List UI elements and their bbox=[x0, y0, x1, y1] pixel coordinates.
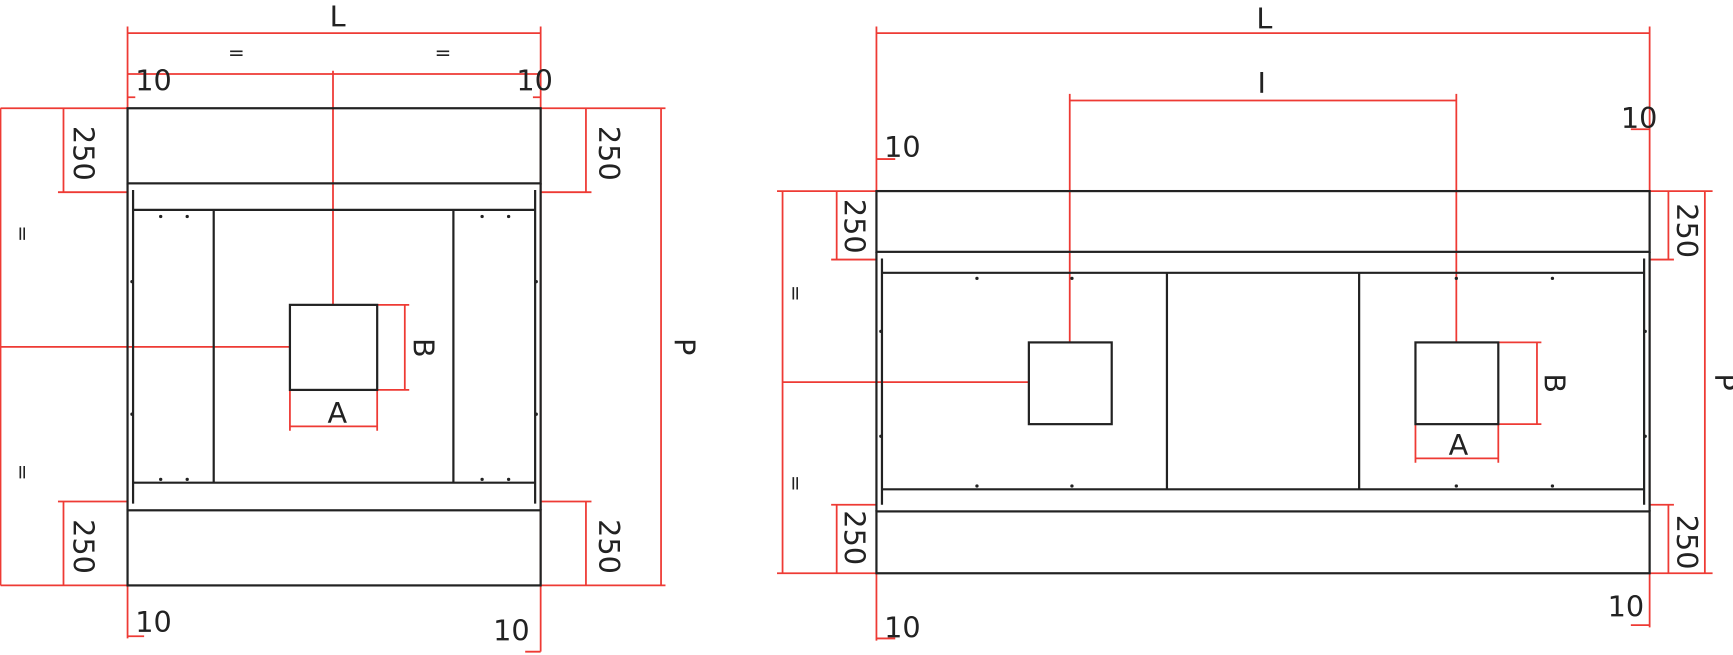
opening-height-label: B bbox=[407, 338, 441, 358]
band-label: 250 bbox=[592, 126, 626, 181]
edge-label: 10 bbox=[884, 610, 921, 644]
opening-box bbox=[1027, 341, 1113, 426]
equal-mark: = bbox=[784, 285, 807, 302]
length-label: L bbox=[1256, 2, 1272, 36]
length-label: L bbox=[330, 0, 346, 34]
edge-label: 10 bbox=[1608, 589, 1645, 623]
depth-label: P bbox=[1708, 373, 1733, 390]
band-label: 250 bbox=[1670, 515, 1704, 570]
opening-box bbox=[288, 303, 379, 392]
band-label: 250 bbox=[592, 519, 626, 574]
dimension-lines bbox=[777, 26, 1713, 641]
edge-label: 10 bbox=[493, 614, 530, 648]
equal-mark: = bbox=[784, 475, 807, 492]
spacing-label: I bbox=[1258, 66, 1266, 100]
cabinet-outline bbox=[126, 107, 542, 587]
band-label: 250 bbox=[66, 519, 100, 574]
edge-label: 10 bbox=[1621, 101, 1658, 135]
cabinet-outline bbox=[875, 189, 1651, 575]
band-label: 250 bbox=[837, 510, 871, 565]
opening-width-label: A bbox=[327, 396, 347, 430]
left-view: L = = = = 10 10 10 10 250 250 250 250 A … bbox=[0, 0, 701, 653]
edge-label: 10 bbox=[135, 605, 172, 639]
opening-height-label: B bbox=[1538, 373, 1572, 393]
equal-mark: = bbox=[11, 225, 34, 242]
opening-width-label: A bbox=[1449, 428, 1469, 462]
equal-mark: = bbox=[11, 464, 34, 481]
equal-mark: = bbox=[435, 42, 452, 65]
edge-label: 10 bbox=[884, 130, 921, 164]
edge-label: 10 bbox=[516, 64, 553, 98]
right-view: L I = = 10 10 10 10 250 250 250 250 A B … bbox=[777, 2, 1733, 644]
band-label: 250 bbox=[66, 126, 100, 181]
depth-label: P bbox=[667, 338, 701, 355]
edge-label: 10 bbox=[135, 64, 172, 98]
band-label: 250 bbox=[1670, 203, 1704, 258]
band-label: 250 bbox=[837, 199, 871, 254]
opening-box bbox=[1414, 341, 1500, 426]
equal-mark: = bbox=[228, 42, 245, 65]
